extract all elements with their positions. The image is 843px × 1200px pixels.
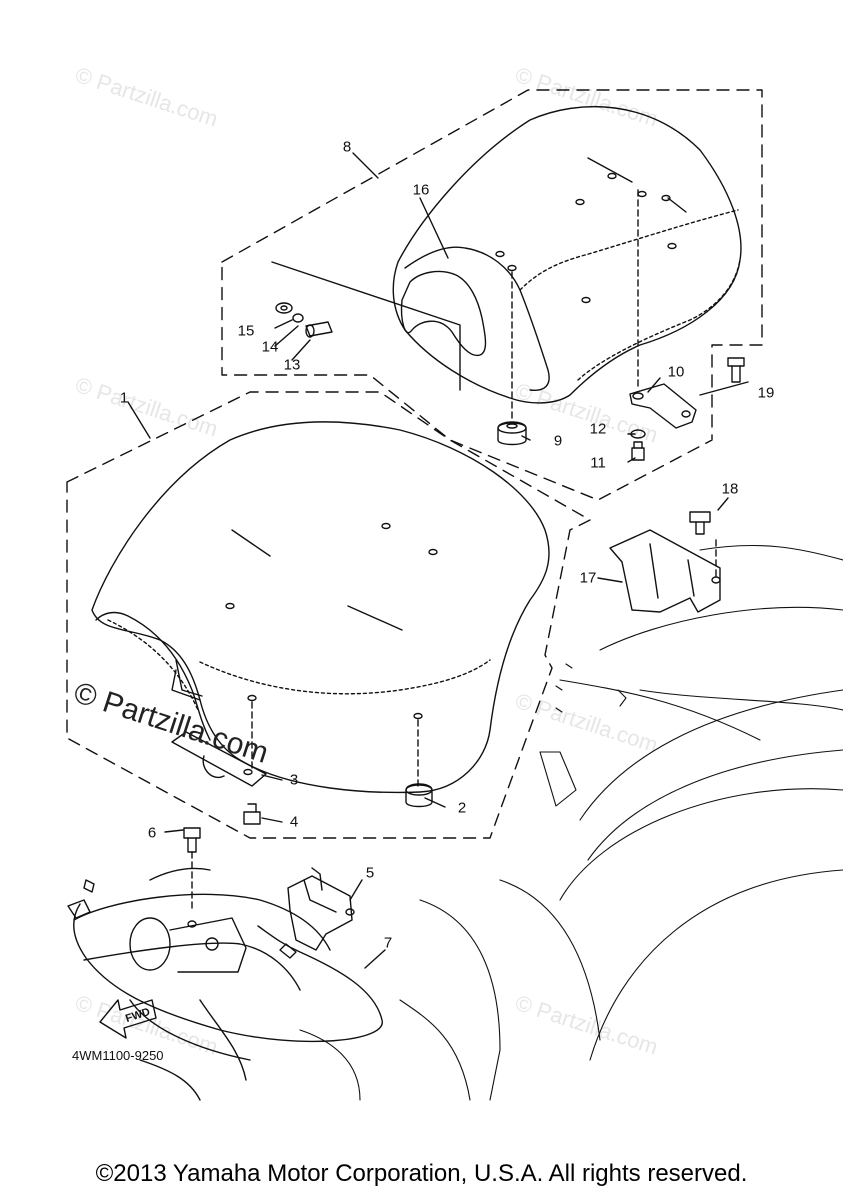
damper-9 bbox=[497, 421, 527, 446]
bolt-4 bbox=[243, 803, 261, 825]
leader-line bbox=[274, 319, 293, 329]
leader-line bbox=[717, 497, 729, 511]
callout-15[interactable]: 15 bbox=[237, 322, 255, 340]
damper-2 bbox=[405, 783, 433, 808]
copyright-notice: ©2013 Yamaha Motor Corporation, U.S.A. A… bbox=[95, 1160, 748, 1187]
leader-line bbox=[647, 377, 661, 393]
callout-13[interactable]: 13 bbox=[283, 356, 301, 374]
leader-line bbox=[349, 879, 363, 901]
callout-1[interactable]: 1 bbox=[119, 389, 129, 407]
leader-line bbox=[699, 381, 749, 396]
seat-lock-5 bbox=[287, 867, 355, 951]
bolt-19 bbox=[727, 357, 745, 383]
callout-7[interactable]: 7 bbox=[383, 934, 393, 952]
leader-line bbox=[419, 197, 449, 259]
callout-9[interactable]: 9 bbox=[553, 432, 563, 450]
frame-lines bbox=[299, 544, 843, 1101]
callout-19[interactable]: 19 bbox=[757, 384, 775, 402]
rear-seat-hardware bbox=[271, 261, 461, 391]
callout-16[interactable]: 16 bbox=[412, 181, 430, 199]
leader-line bbox=[261, 817, 283, 823]
main-seat-group-outline bbox=[66, 391, 591, 839]
callout-17[interactable]: 17 bbox=[579, 569, 597, 587]
leader-line bbox=[424, 797, 446, 808]
leader-line bbox=[261, 774, 283, 781]
callout-4[interactable]: 4 bbox=[289, 813, 299, 831]
bracket-3 bbox=[171, 731, 267, 787]
leader-line bbox=[274, 325, 299, 347]
leader-line bbox=[164, 829, 184, 833]
bolt-6 bbox=[183, 827, 201, 913]
callout-18[interactable]: 18 bbox=[721, 480, 739, 498]
callout-8[interactable]: 8 bbox=[342, 138, 352, 156]
main-seat-drawing bbox=[91, 421, 550, 794]
callout-14[interactable]: 14 bbox=[261, 338, 279, 356]
forward-arrow-icon bbox=[99, 999, 157, 1039]
bracket-10 bbox=[629, 383, 697, 429]
callout-3[interactable]: 3 bbox=[289, 771, 299, 789]
diagram-code: 4WM1100-9250 bbox=[72, 1048, 164, 1063]
leader-line bbox=[597, 577, 623, 583]
leader-line bbox=[127, 401, 151, 439]
callout-11[interactable]: 11 bbox=[590, 454, 606, 472]
bolt-11 bbox=[631, 441, 645, 461]
frame-tube bbox=[73, 867, 331, 1101]
leader-line bbox=[364, 949, 386, 969]
stay-17 bbox=[609, 529, 721, 613]
callout-6[interactable]: 6 bbox=[147, 824, 157, 842]
callout-10[interactable]: 10 bbox=[667, 363, 685, 381]
leader-line bbox=[291, 339, 311, 361]
bolt-18 bbox=[689, 511, 717, 579]
callout-12[interactable]: 12 bbox=[589, 420, 607, 438]
callout-2[interactable]: 2 bbox=[457, 799, 467, 817]
washer-12 bbox=[630, 429, 646, 439]
leader-line bbox=[352, 152, 379, 179]
rear-seat-drawing bbox=[392, 106, 742, 419]
rear-seat-group-outline bbox=[221, 89, 763, 501]
callout-5[interactable]: 5 bbox=[365, 864, 375, 882]
